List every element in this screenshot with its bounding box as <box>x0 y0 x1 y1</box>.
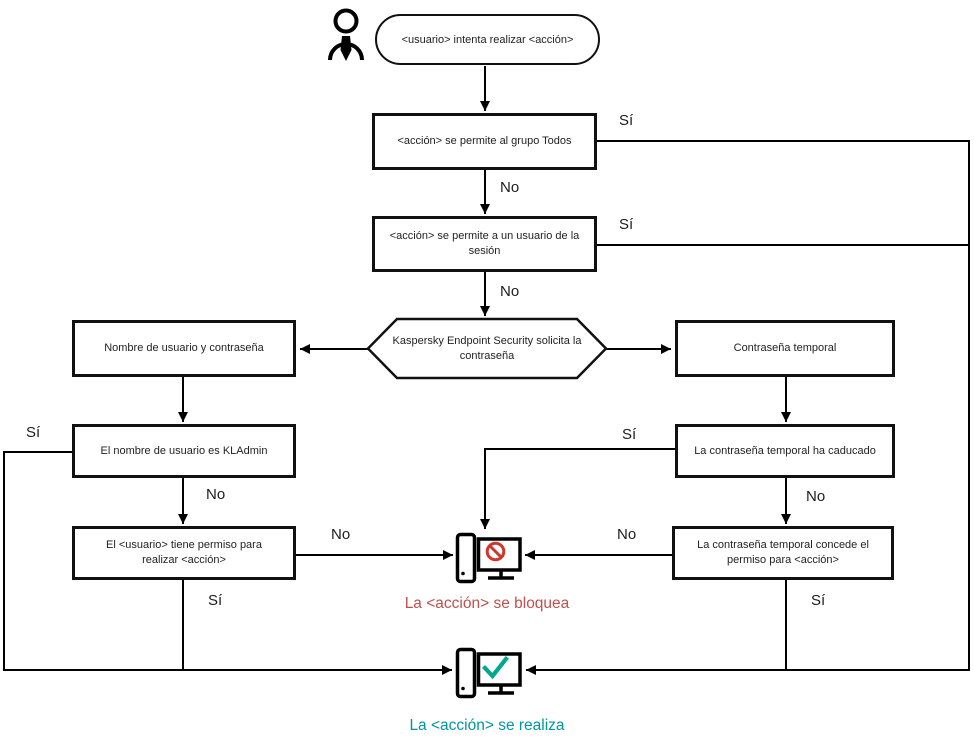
edge-label-grants-no: No <box>617 526 637 543</box>
user-icon <box>328 8 364 61</box>
edge-label-kladmin-no: No <box>206 486 226 503</box>
edge-label-allow-group-yes: Sí <box>619 112 634 129</box>
node-username-is-kladmin: El nombre de usuario es KLAdmin <box>72 424 296 478</box>
node-password-prompt: Kaspersky Endpoint Security solicita la … <box>392 334 582 362</box>
node-allow-session-user: <acción> se permite a un usuario de la s… <box>372 216 597 272</box>
node-temporary-password: Contraseña temporal <box>675 320 895 377</box>
edge-label-allow-session-yes: Sí <box>619 216 634 233</box>
computer-blocked-icon <box>455 532 522 584</box>
node-temporary-password-grants: La contraseña temporal concede el permis… <box>672 526 894 580</box>
edge-label-grants-yes: Sí <box>811 592 826 609</box>
edge-label-permission-yes: Sí <box>208 592 223 609</box>
outcome-performed-label: La <acción> se realiza <box>409 717 565 734</box>
node-start: <usuario> intenta realizar <acción> <box>375 14 600 65</box>
node-user-has-permission: El <usuario> tiene permiso para realizar… <box>72 526 296 580</box>
edge-label-kladmin-yes: Sí <box>26 424 41 441</box>
edge-label-expired-yes: Sí <box>622 426 637 443</box>
node-username-password: Nombre de usuario y contraseña <box>72 320 296 377</box>
edge-label-allow-session-no: No <box>500 283 520 300</box>
edge-label-permission-no: No <box>331 526 351 543</box>
node-allow-group: <acción> se permite al grupo Todos <box>372 113 597 170</box>
outcome-blocked-label: La <acción> se bloquea <box>404 595 570 612</box>
edge-label-allow-group-no: No <box>500 179 520 196</box>
node-temporary-password-expired: La contraseña temporal ha caducado <box>675 424 895 478</box>
computer-check-icon <box>455 647 522 699</box>
edge-label-expired-no: No <box>806 488 826 505</box>
node-password-prompt-shape <box>366 317 608 380</box>
